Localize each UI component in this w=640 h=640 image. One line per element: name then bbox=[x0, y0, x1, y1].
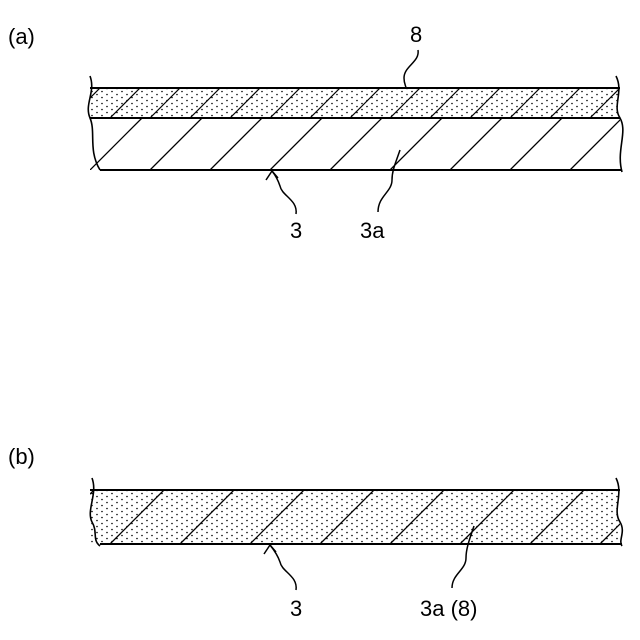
arrowhead-3-b bbox=[264, 545, 276, 554]
panel-a-tag: (a) bbox=[8, 24, 35, 49]
panel-a: (a) bbox=[8, 22, 623, 243]
label-8: 8 bbox=[410, 22, 422, 47]
panel-b: (b) 3 3a (8) bbox=[8, 444, 640, 621]
leader-3a bbox=[378, 150, 400, 212]
substrate-layer-3 bbox=[30, 118, 622, 170]
leader-3-b bbox=[270, 545, 296, 590]
leader-8 bbox=[404, 50, 418, 88]
leader-3 bbox=[272, 171, 296, 214]
substrate-hatching bbox=[30, 118, 622, 170]
combined-layer-3a-8 bbox=[40, 490, 640, 544]
label-3: 3 bbox=[290, 218, 302, 243]
coating-layer-8 bbox=[70, 88, 620, 118]
label-3a: 3a bbox=[360, 218, 385, 243]
panel-b-tag: (b) bbox=[8, 444, 35, 469]
label-3-b: 3 bbox=[290, 596, 302, 621]
label-3a-8: 3a (8) bbox=[420, 596, 477, 621]
